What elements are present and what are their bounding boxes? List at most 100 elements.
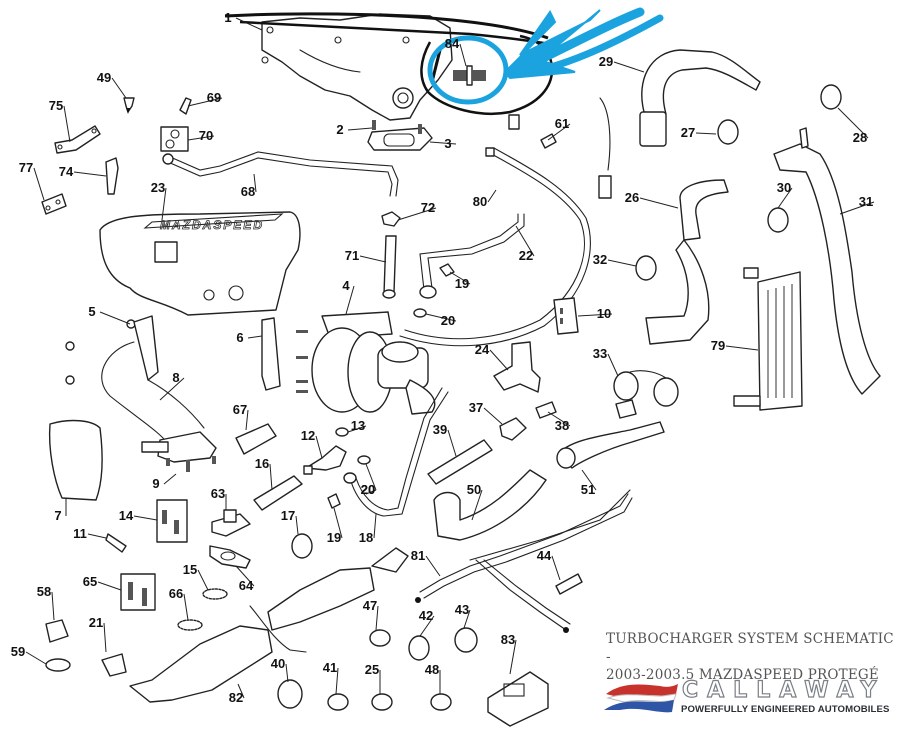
- part-13-oring: [335, 427, 349, 437]
- leader-line-83: [509, 639, 517, 675]
- callout-50: 50: [467, 482, 481, 497]
- callout-42: 42: [419, 608, 433, 623]
- leader-line-61: [547, 123, 571, 141]
- callout-2: 2: [336, 122, 343, 137]
- callout-20c: 20: [361, 482, 375, 497]
- leader-line-33: [607, 353, 619, 377]
- callout-74: 74: [59, 164, 74, 179]
- leader-line-21: [103, 622, 107, 653]
- part-79-intercooler: [733, 267, 803, 411]
- leader-line-37: [483, 407, 503, 425]
- leader-line-6: [247, 335, 263, 339]
- callout-65: 65: [83, 574, 97, 589]
- part-83-control-module: [487, 671, 549, 727]
- part-studs: [372, 120, 422, 134]
- callout-80: 80: [473, 194, 487, 209]
- leader-line-12: [315, 435, 323, 459]
- leader-line-28: [837, 107, 869, 139]
- callout-58: 58: [37, 584, 51, 599]
- part-32-clamp: [635, 255, 657, 281]
- leader-line-66: [183, 593, 189, 621]
- part-20-washer-mid: [357, 455, 371, 465]
- callout-43: 43: [455, 602, 469, 617]
- leader-line-71: [359, 255, 387, 263]
- leader-line-22: [515, 225, 535, 257]
- part-44-valve: [555, 573, 583, 595]
- leader-line-14: [133, 515, 158, 521]
- leader-line-51: [581, 469, 597, 491]
- leader-line-82: [237, 683, 245, 699]
- part-heat-shield: MAZDASPEED: [99, 211, 301, 316]
- leader-line-13: [347, 425, 367, 433]
- leader-line-18: [373, 513, 377, 539]
- callout-71: 71: [345, 248, 359, 263]
- part-72-clip: [381, 211, 401, 227]
- part-30-clamp: [767, 207, 789, 233]
- callout-48: 48: [425, 662, 439, 677]
- leader-line-11: [87, 533, 107, 539]
- leader-line-2: [347, 127, 373, 131]
- leader-line-41: [335, 667, 339, 695]
- callout-75: 75: [49, 98, 63, 113]
- callout-6: 6: [236, 330, 243, 345]
- leader-line-75: [63, 105, 71, 143]
- part-82-catalytic-converter: [129, 547, 409, 703]
- part-66-washer: [177, 619, 203, 631]
- part-9-studs: [166, 456, 216, 472]
- callout-59: 59: [11, 644, 25, 659]
- callout-22: 22: [519, 248, 533, 263]
- callout-19: 19: [455, 276, 469, 291]
- leader-line-15: [197, 569, 209, 591]
- callout-37: 37: [469, 400, 483, 415]
- part-39-tube: [427, 439, 493, 485]
- part-21-clamp: [101, 653, 127, 677]
- part-6-gasket: [261, 317, 281, 391]
- part-5-nuts: [65, 319, 136, 385]
- leader-line-84: [459, 43, 467, 67]
- callout-10: 10: [597, 306, 611, 321]
- part-12-flange: [303, 445, 347, 475]
- part-71-hose: [382, 235, 397, 299]
- caption-line-2: 2003-2003.5 MAZDASPEED PROTEGÉ: [606, 667, 879, 683]
- callout-9: 9: [152, 476, 159, 491]
- leader-line-49: [111, 77, 127, 99]
- part-27-clamp: [717, 119, 739, 145]
- part-wire-harness: [508, 97, 612, 199]
- part-7-shield: [48, 419, 103, 501]
- leader-line-77: [33, 167, 45, 201]
- callout-81: 81: [411, 548, 425, 563]
- part-38-sleeve: [535, 401, 557, 419]
- leader-line-23: [161, 187, 167, 221]
- leader-line-4: [345, 285, 355, 315]
- leader-line-20b: [365, 463, 377, 491]
- leader-line-26: [639, 197, 679, 209]
- part-manifold-gasket: [367, 127, 433, 151]
- callout-72: 72: [421, 200, 435, 215]
- part-84-fitting: [453, 65, 486, 86]
- part-49-fitting: [123, 97, 135, 114]
- part-14-bolts-box: [156, 499, 188, 543]
- callout-labels: 1234567891011121314151617181919202020212…: [11, 10, 873, 705]
- leader-line-47: [375, 605, 379, 631]
- callout-28: 28: [853, 130, 867, 145]
- callout-20: 20: [441, 313, 455, 328]
- part-19-bolt-upper: [439, 263, 455, 277]
- part-bracket-77: [41, 193, 67, 215]
- callout-4: 4: [342, 278, 350, 293]
- part-28-clamp: [820, 84, 842, 110]
- callout-79: 79: [711, 338, 725, 353]
- callout-14: 14: [119, 508, 134, 523]
- part-20-washer-upper: [413, 308, 427, 318]
- callout-84: 84: [445, 36, 460, 51]
- callout-67: 67: [233, 402, 247, 417]
- callout-1: 1: [224, 10, 231, 25]
- leader-line-68: [253, 173, 257, 193]
- callout-20b: 20: [361, 482, 375, 497]
- callout-38: 38: [555, 418, 569, 433]
- callout-16: 16: [255, 456, 269, 471]
- part-26b-pipe: [645, 239, 710, 345]
- part-80-pipe: [399, 147, 591, 347]
- callout-8: 8: [172, 370, 179, 385]
- callout-5: 5: [88, 304, 95, 319]
- leader-line-70: [187, 135, 215, 141]
